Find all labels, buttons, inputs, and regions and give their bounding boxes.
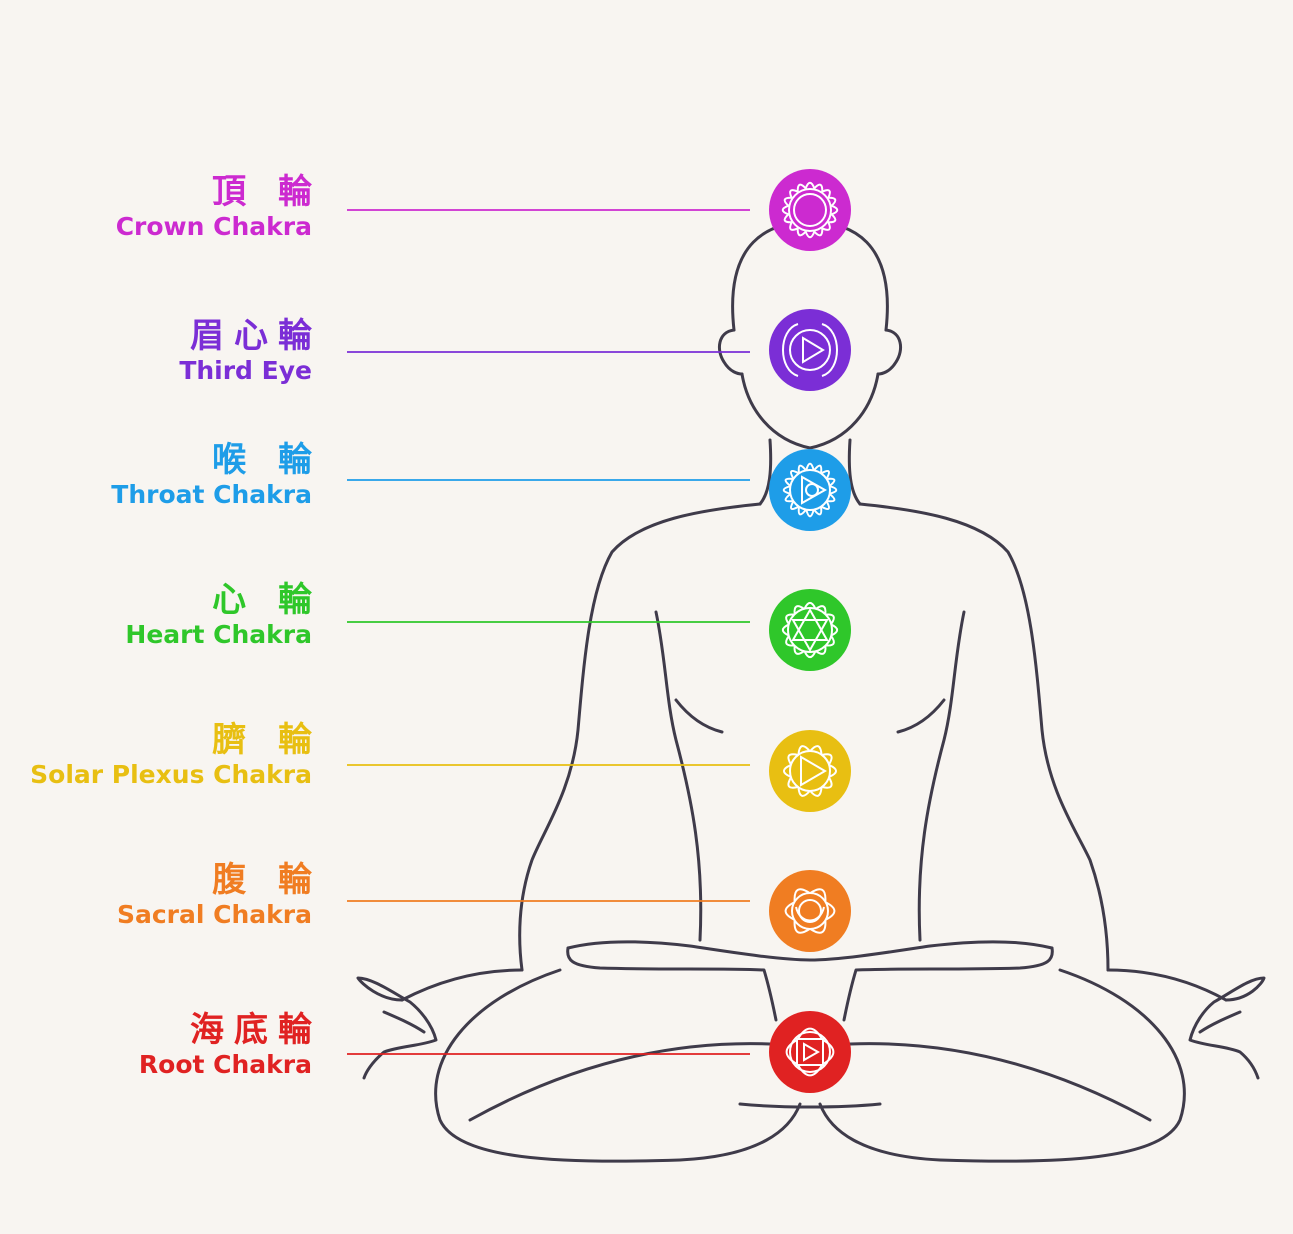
hexagram-lotus-icon [769,589,851,671]
chakra-name-en: Solar Plexus Chakra [30,760,312,789]
chakra-badge [769,309,851,391]
chakra-name-zh: 心 輪 [212,580,322,620]
six-petal-crescent-icon [769,870,851,952]
sixteen-petal-triangle-icon [769,449,851,531]
chakra-badge [769,870,851,952]
chakra-name-en: Root Chakra [138,1050,312,1079]
chakra-badge [769,169,851,251]
chakra-name-zh: 頂 輪 [212,172,322,212]
body-outline [356,220,1266,1163]
ten-petal-triangle-icon [769,730,851,812]
chakra-name-zh: 眉心輪 [190,316,322,356]
chakra-badges [769,169,851,1093]
chakra-name-en: Third Eye [179,356,312,385]
chakra-name-en: Heart Chakra [125,620,312,649]
chakra-badge [769,730,851,812]
chakra-badge [769,589,851,671]
chakra-name-en: Sacral Chakra [116,900,312,929]
chakra-name-zh: 海底輪 [190,1010,322,1050]
chakra-name-zh: 腹 輪 [212,860,322,900]
connector-lines [347,209,750,1055]
chakra-name-zh: 喉 輪 [212,440,322,480]
lotus-thousand-petal-icon [769,169,851,251]
four-petal-square-icon [769,1011,851,1093]
chakra-badge [769,1011,851,1093]
two-petal-triangle-icon [769,309,851,391]
chakra-name-en: Throat Chakra [111,480,312,509]
chakra-name-zh: 臍 輪 [212,720,322,760]
chakra-name-en: Crown Chakra [115,212,312,241]
chakra-badge [769,449,851,531]
